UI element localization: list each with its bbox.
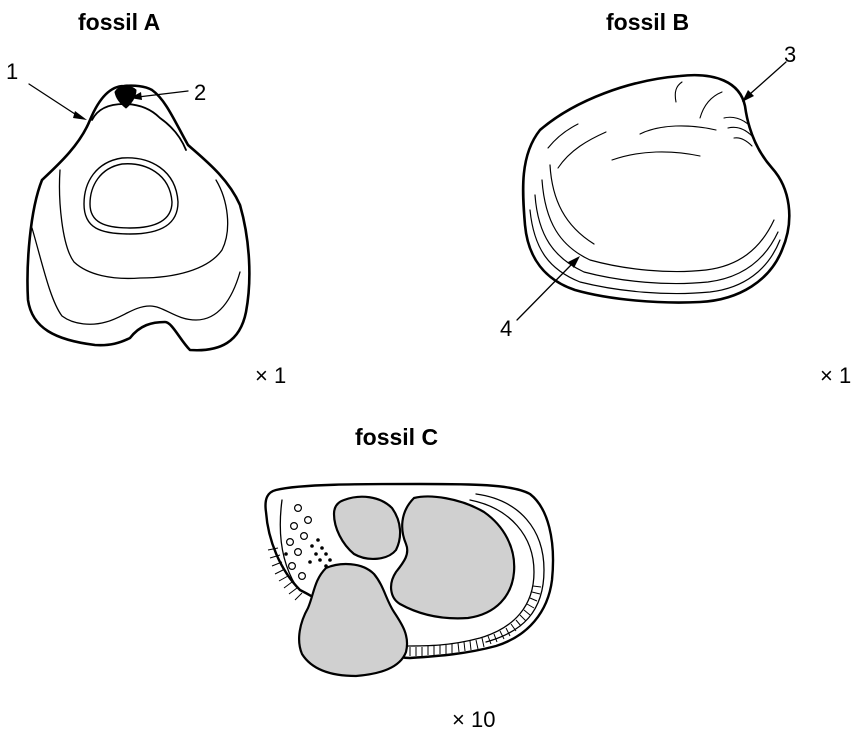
- fossil-a-growth-line-2: [32, 228, 240, 324]
- fossil-c-title: fossil C: [355, 424, 438, 450]
- fossil-a-arrowhead-1: [73, 111, 87, 120]
- fossil-a-leader-2: [138, 91, 188, 97]
- fossil-b: fossil B 3 4 × 1: [500, 9, 851, 388]
- fossil-c-lobe-right: [391, 497, 514, 619]
- fossil-a-growth-line-1: [60, 170, 228, 278]
- fossil-a: fossil A 1 2 × 1: [6, 9, 286, 388]
- fossil-a-beak-line: [92, 104, 186, 150]
- fossil-a-title: fossil A: [78, 9, 160, 35]
- fossil-b-drawing: [523, 75, 789, 302]
- fossil-c: fossil C: [265, 424, 553, 732]
- fossil-b-line-3: [612, 152, 700, 160]
- fossil-c-scale: × 10: [452, 707, 495, 732]
- fossil-b-scale: × 1: [820, 363, 851, 388]
- fossil-b-line-2: [558, 132, 606, 168]
- fossil-a-scale: × 1: [255, 363, 286, 388]
- fossil-b-label-4: 4: [500, 316, 512, 341]
- fossil-b-ring-2: [535, 195, 778, 284]
- fossil-a-inner-oval-2: [90, 164, 172, 228]
- fossil-b-title: fossil B: [606, 9, 689, 35]
- fossil-a-label-1: 1: [6, 59, 18, 84]
- fossil-b-line-5: [675, 82, 682, 102]
- fossil-b-umbo-3: [734, 138, 752, 146]
- fossil-b-umbo-2: [728, 127, 752, 136]
- fossil-a-drawing: [28, 86, 250, 351]
- fossil-b-line-4: [640, 126, 716, 134]
- fossil-a-inner-oval: [84, 158, 178, 234]
- fossil-b-leader-3: [750, 62, 786, 94]
- fossil-a-label-2: 2: [194, 80, 206, 105]
- fossil-b-label-3: 3: [784, 42, 796, 67]
- fossil-b-outline: [523, 75, 789, 302]
- fossil-b-line-6: [700, 92, 722, 118]
- fossil-c-drawing: [265, 484, 553, 676]
- fossil-a-leader-1: [29, 84, 78, 116]
- fossil-c-lobe-top: [334, 497, 400, 559]
- fossil-b-ring-1: [530, 210, 780, 294]
- fossil-b-line-1: [548, 124, 578, 148]
